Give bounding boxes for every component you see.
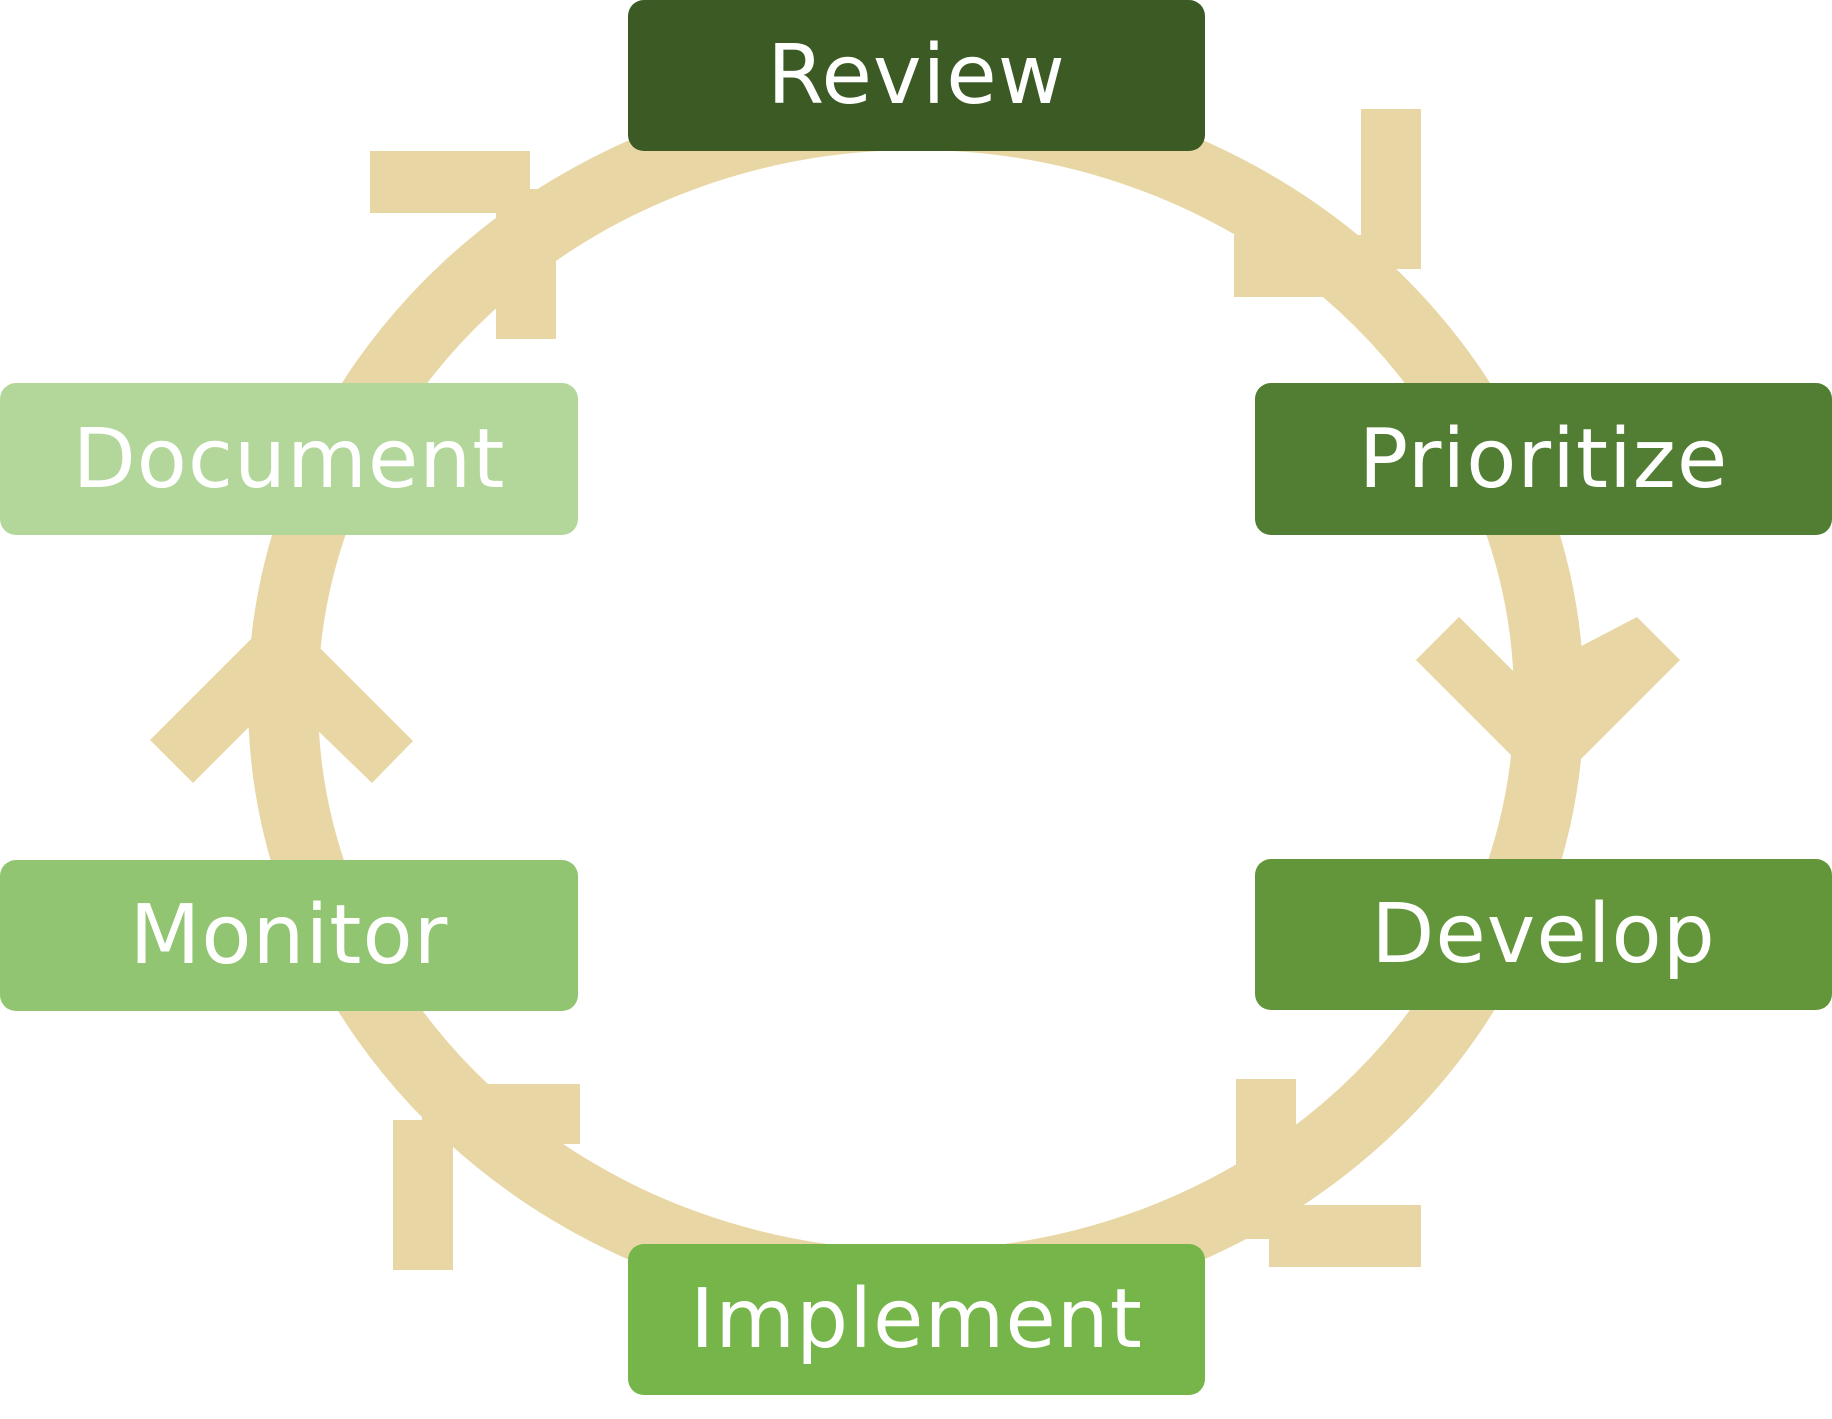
step-monitor-label: Monitor bbox=[129, 888, 449, 983]
step-monitor: Monitor bbox=[0, 860, 578, 1011]
step-prioritize-label: Prioritize bbox=[1358, 411, 1729, 507]
direction-arrows bbox=[150, 109, 1680, 1270]
step-develop: Develop bbox=[1255, 859, 1832, 1010]
step-implement-label: Implement bbox=[690, 1272, 1143, 1367]
step-document-label: Document bbox=[72, 411, 506, 507]
arrow-document-to-review bbox=[370, 151, 556, 339]
arrow-implement-to-monitor bbox=[393, 1084, 580, 1270]
step-document: Document bbox=[0, 383, 578, 535]
step-implement: Implement bbox=[628, 1244, 1205, 1395]
arrow-prioritize-to-develop bbox=[1416, 617, 1680, 792]
arrow-monitor-to-document bbox=[150, 609, 413, 783]
arrow-develop-to-implement bbox=[1236, 1079, 1421, 1267]
step-review-label: Review bbox=[767, 28, 1066, 123]
step-develop-label: Develop bbox=[1371, 887, 1716, 982]
step-review: Review bbox=[628, 0, 1205, 151]
arrow-review-to-prioritize bbox=[1234, 109, 1421, 297]
step-prioritize: Prioritize bbox=[1255, 383, 1832, 535]
